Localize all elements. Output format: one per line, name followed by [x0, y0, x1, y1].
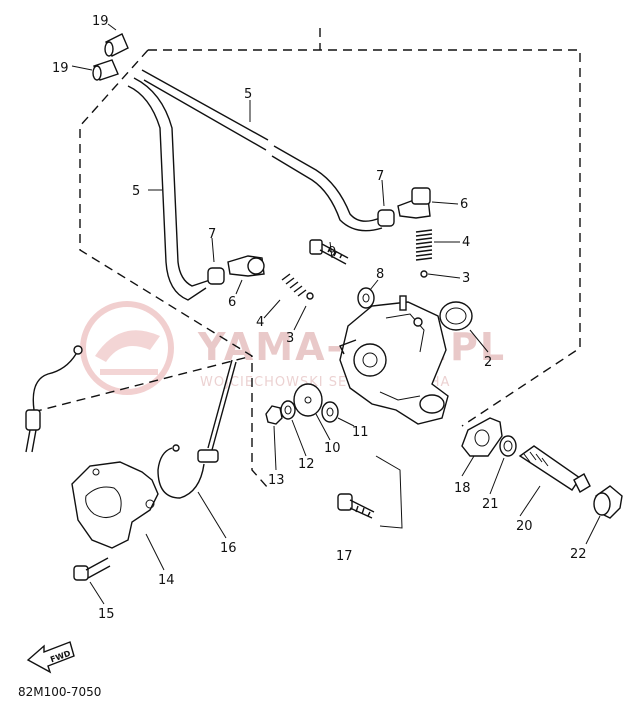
drive-gear [593, 485, 623, 519]
label-part-5-left: 5 [132, 184, 140, 199]
oil-hose-right [141, 69, 383, 232]
label-part-7-upper: 7 [376, 169, 384, 184]
pulley-nut [265, 405, 283, 425]
pump-gasket [461, 417, 503, 457]
clip-lower [207, 267, 225, 285]
oil-seal [439, 301, 473, 331]
label-part-4-upper: 4 [462, 235, 470, 250]
label-part-16: 16 [220, 541, 237, 556]
label-part-5-right: 5 [244, 87, 252, 102]
bolt-upper [309, 239, 349, 265]
oil-pump-body [339, 295, 449, 425]
label-part-22: 22 [570, 547, 587, 562]
shaft-collar [499, 435, 517, 457]
label-part-4-lower: 4 [256, 315, 264, 330]
joint-lower [227, 255, 265, 277]
label-part-20: 20 [516, 519, 533, 534]
spring-lower [281, 273, 307, 297]
label-part-7-lower: 7 [208, 227, 216, 242]
label-part-9: 9 [328, 245, 336, 260]
check-ball-lower [306, 292, 314, 300]
label-part-12: 12 [298, 457, 315, 472]
forward-arrow-icon: FWD [26, 641, 75, 674]
diagram-code: 82M100-7050 [18, 685, 101, 699]
hose-cap-upper [104, 33, 129, 57]
label-part-19-lower: 19 [52, 61, 69, 76]
label-part-19-upper: 19 [92, 14, 109, 29]
spring-upper [415, 229, 433, 261]
label-part-18: 18 [454, 481, 471, 496]
joint-upper [397, 187, 431, 219]
clip-upper [377, 209, 395, 227]
lock-washer [321, 401, 339, 423]
pulley-plate [293, 383, 323, 417]
label-part-15: 15 [98, 607, 115, 622]
label-part-2: 2 [484, 355, 492, 370]
part-labels: 19 19 5 5 7 6 7 4 9 8 3 6 4 3 2 11 10 12… [52, 14, 587, 622]
washer-upper [357, 287, 375, 309]
leader-lines [71, 23, 601, 605]
label-part-3-lower: 3 [286, 331, 294, 346]
label-part-21: 21 [482, 497, 499, 512]
pump-mounting-bolt [337, 493, 375, 519]
sensor-lead [25, 345, 83, 453]
label-part-11: 11 [352, 425, 369, 440]
callout-bracket [375, 455, 403, 529]
label-part-6-lower: 6 [228, 295, 236, 310]
pulley-washer [280, 400, 296, 420]
watermark-logo [80, 301, 174, 395]
cover-bolt [73, 557, 111, 581]
pump-cover [71, 461, 159, 549]
hose-cap-lower [92, 59, 119, 81]
label-part-8: 8 [376, 267, 384, 282]
label-part-13: 13 [268, 473, 285, 488]
label-part-3-upper: 3 [462, 271, 470, 286]
label-part-10: 10 [324, 441, 341, 456]
label-part-17: 17 [336, 549, 353, 564]
check-ball-upper [420, 270, 428, 278]
label-part-14: 14 [158, 573, 175, 588]
drive-shaft [518, 445, 591, 493]
oil-hose-left [127, 77, 211, 301]
oil-pump-cable [157, 359, 237, 499]
assembly-dashed-boundary [32, 28, 581, 489]
label-part-6-upper: 6 [460, 197, 468, 212]
